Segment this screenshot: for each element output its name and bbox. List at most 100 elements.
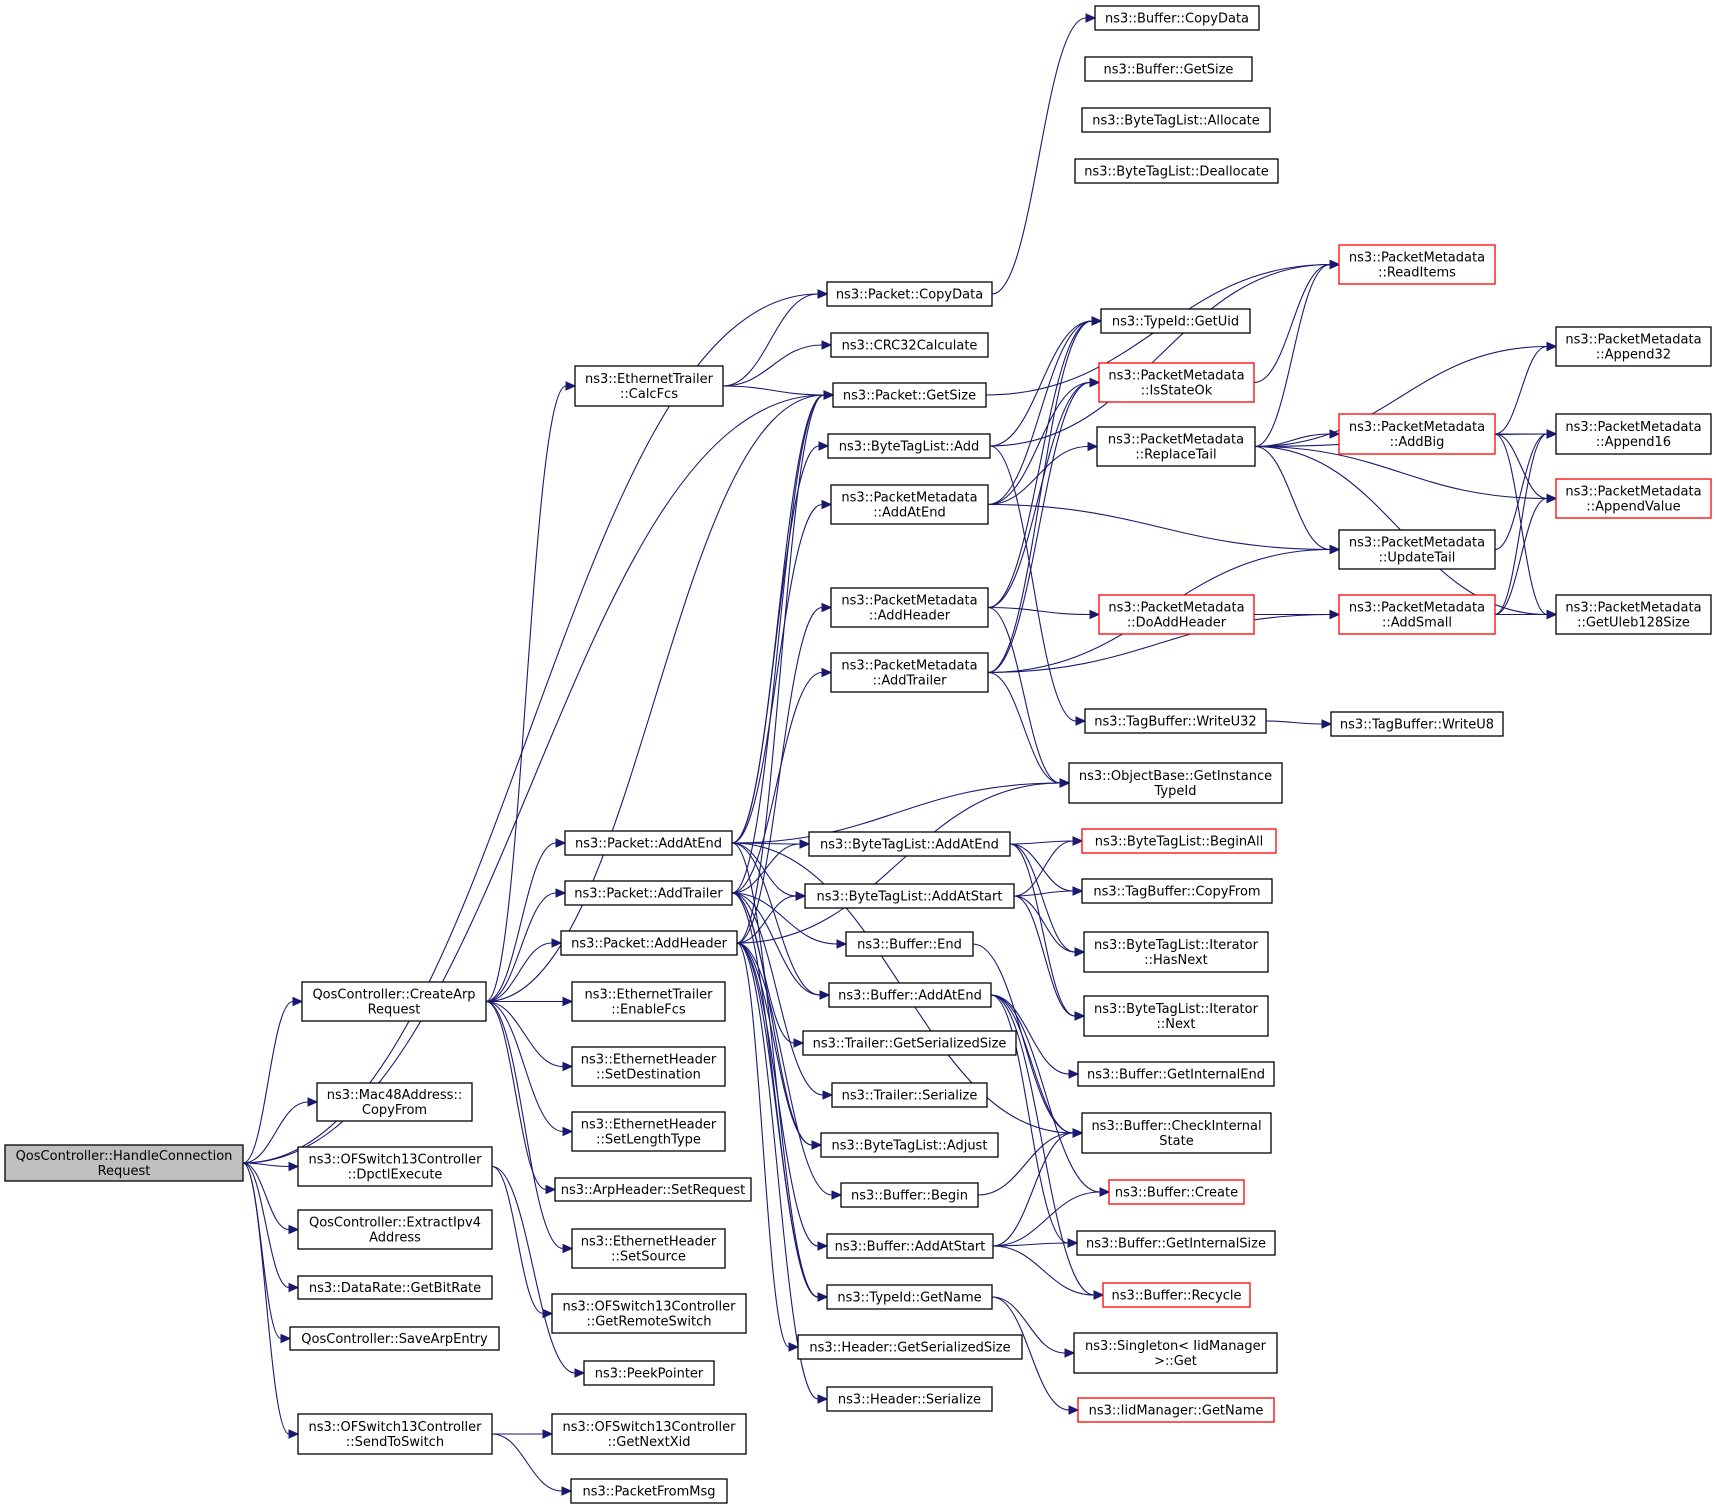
node-btlAdjust[interactable]: ns3::ByteTagList::Adjust (820, 1132, 999, 1158)
node-pmAddBig[interactable]: ns3::PacketMetadata::AddBig (1338, 413, 1496, 455)
node-headerGetSer[interactable]: ns3::Header::GetSerializedSize (797, 1334, 1023, 1360)
node-bufAddAtStart[interactable]: ns3::Buffer::AddAtStart (826, 1233, 994, 1259)
node-sendToSwitch[interactable]: ns3::OFSwitch13Controller::SendToSwitch (297, 1413, 493, 1455)
node-saveArp[interactable]: QosController::SaveArpEntry (289, 1326, 500, 1351)
node-pmDoAddHeader[interactable]: ns3::PacketMetadata::DoAddHeader (1098, 594, 1255, 635)
node-btlItNext[interactable]: ns3::ByteTagList::Iterator::Next (1083, 995, 1269, 1037)
edge-arrowhead (288, 1282, 300, 1293)
node-peekPointer[interactable]: ns3::PeekPointer (583, 1360, 715, 1386)
node-btlItHasNext[interactable]: ns3::ByteTagList::Iterator::HasNext (1083, 931, 1269, 973)
node-bufCreate[interactable]: ns3::Buffer::Create (1108, 1179, 1245, 1205)
node-typeGetName[interactable]: ns3::TypeId::GetName (826, 1284, 993, 1310)
node-bufAddAtEnd[interactable]: ns3::Buffer::AddAtEnd (828, 982, 992, 1008)
node-btlAdd[interactable]: ns3::ByteTagList::Add (827, 433, 991, 459)
node-bufGetIntSize[interactable]: ns3::Buffer::GetInternalSize (1076, 1230, 1276, 1256)
node-setSource[interactable]: ns3::EthernetHeader::SetSource (571, 1228, 726, 1269)
edge-btlAddAtStart-to-btlItHasNext (1013, 895, 1086, 957)
node-bufEnd[interactable]: ns3::Buffer::End (845, 931, 974, 957)
node-pktAddTrailer[interactable]: ns3::Packet::AddTrailer (564, 880, 733, 906)
node-bufGetIntEnd[interactable]: ns3::Buffer::GetInternalEnd (1077, 1061, 1275, 1087)
edge-arrowhead (307, 1097, 319, 1107)
node-singletonGet[interactable]: ns3::Singleton< IidManager>::Get (1073, 1332, 1278, 1374)
node-typeGetUid[interactable]: ns3::TypeId::GetUid (1100, 308, 1251, 334)
edge-line (731, 892, 821, 996)
node-btlBeginAll[interactable]: ns3::ByteTagList::BeginAll (1081, 828, 1277, 854)
edge-arrowhead (1329, 544, 1341, 555)
node-calcFcs[interactable]: ns3::EthernetTrailer::CalcFcs (574, 365, 724, 407)
node-pktAddHeader[interactable]: ns3::Packet::AddHeader (560, 930, 738, 956)
node-pmReadItems[interactable]: ns3::PacketMetadata::ReadItems (1338, 244, 1496, 285)
node-pmAppend32[interactable]: ns3::PacketMetadata::Append32 (1555, 326, 1712, 367)
node-btlDeallocate[interactable]: ns3::ByteTagList::Deallocate (1074, 158, 1279, 184)
node-pmReplaceTail[interactable]: ns3::PacketMetadata::ReplaceTail (1096, 426, 1256, 467)
node-label: ns3::PacketMetadata (1349, 420, 1485, 435)
node-crc32[interactable]: ns3::CRC32Calculate (830, 332, 989, 358)
node-box (1096, 426, 1256, 467)
node-btlAddAtStart[interactable]: ns3::ByteTagList::AddAtStart (804, 883, 1015, 909)
node-bufCopyData[interactable]: ns3::Buffer::CopyData (1094, 5, 1260, 31)
node-pmAddSmall[interactable]: ns3::PacketMetadata::AddSmall (1338, 594, 1496, 635)
node-box (1081, 107, 1271, 133)
node-label: ns3::TypeId::GetName (837, 1291, 981, 1306)
node-setLenType[interactable]: ns3::EthernetHeader::SetLengthType (571, 1111, 726, 1152)
node-pktAddAtEnd[interactable]: ns3::Packet::AddAtEnd (564, 830, 733, 856)
node-btlAllocate[interactable]: ns3::ByteTagList::Allocate (1081, 107, 1271, 133)
edge-arrowhead (1089, 609, 1101, 620)
edge-pmAddTrailer-to-typeGetUid (987, 316, 1103, 674)
node-bufRecycle[interactable]: ns3::Buffer::Recycle (1102, 1282, 1251, 1308)
edge-arrowhead (1064, 1348, 1076, 1358)
node-tbWriteU32[interactable]: ns3::TagBuffer::WriteU32 (1084, 708, 1267, 734)
node-trailerSer[interactable]: ns3::Trailer::Serialize (831, 1082, 988, 1108)
edge-line (989, 445, 1077, 722)
node-label: ns3::PacketMetadata (1349, 251, 1485, 266)
node-label: ns3::Buffer::GetSize (1104, 63, 1234, 78)
node-getRemoteSwitch[interactable]: ns3::OFSwitch13Controller::GetRemoteSwit… (551, 1293, 747, 1334)
node-tbCopyFrom[interactable]: ns3::TagBuffer::CopyFrom (1081, 878, 1273, 904)
node-pmUpdateTail[interactable]: ns3::PacketMetadata::UpdateTail (1338, 529, 1496, 570)
node-pktCopyData[interactable]: ns3::Packet::CopyData (826, 281, 993, 307)
node-mac48Copy[interactable]: ns3::Mac48Address::CopyFrom (316, 1082, 473, 1122)
node-headerSer[interactable]: ns3::Header::Serialize (826, 1386, 993, 1412)
node-box (1077, 1061, 1275, 1087)
node-btlAddAtEnd[interactable]: ns3::ByteTagList::AddAtEnd (808, 831, 1011, 857)
edge-line (989, 320, 1093, 447)
node-pmAddAtEnd[interactable]: ns3::PacketMetadata::AddAtEnd (830, 484, 989, 525)
node-pktGetSize[interactable]: ns3::Packet::GetSize (832, 382, 987, 408)
node-pmAddTrailer[interactable]: ns3::PacketMetadata::AddTrailer (830, 652, 989, 693)
node-iidGetName[interactable]: ns3::IidManager::GetName (1077, 1397, 1275, 1423)
node-box (830, 587, 989, 628)
node-getBitRate[interactable]: ns3::DataRate::GetBitRate (297, 1275, 493, 1300)
node-tbWriteU8[interactable]: ns3::TagBuffer::WriteU8 (1330, 711, 1504, 737)
node-packetFromMsg[interactable]: ns3::PacketFromMsg (570, 1478, 728, 1504)
edge-btlAddAtStart-to-tbCopyFrom (1013, 886, 1084, 897)
node-bufGetSize[interactable]: ns3::Buffer::GetSize (1084, 56, 1253, 82)
edge-arrowhead (542, 1308, 554, 1319)
node-pmAppendValue[interactable]: ns3::PacketMetadata::AppendValue (1555, 478, 1712, 519)
node-trailerGetSer[interactable]: ns3::Trailer::GetSerializedSize (802, 1030, 1017, 1056)
node-label: ns3::PacketFromMsg (582, 1485, 715, 1500)
node-label: ns3::ByteTagList::Adjust (832, 1139, 988, 1154)
node-arpSetReq[interactable]: ns3::ArpHeader::SetRequest (554, 1177, 752, 1202)
node-pmAppend16[interactable]: ns3::PacketMetadata::Append16 (1555, 413, 1712, 455)
node-box (564, 830, 733, 856)
edge-pktAddAtEnd-to-pktGetSize (731, 390, 835, 844)
node-label: QosController::HandleConnection (16, 1149, 233, 1164)
edge-line (485, 942, 553, 1003)
node-enableFcs[interactable]: ns3::EthernetTrailer::EnableFcs (571, 981, 726, 1022)
node-pmGetUleb[interactable]: ns3::PacketMetadata::GetUleb128Size (1555, 594, 1712, 635)
node-getNextXid[interactable]: ns3::OFSwitch13Controller::GetNextXid (551, 1413, 747, 1455)
edge-line (242, 1162, 290, 1435)
node-dpctl[interactable]: ns3::OFSwitch13Controller::DpctlExecute (297, 1146, 493, 1187)
node-pmAddHeader[interactable]: ns3::PacketMetadata::AddHeader (830, 587, 989, 628)
edge-line (242, 1162, 290, 1231)
node-label: ns3::PacketMetadata (1565, 420, 1701, 435)
node-setDest[interactable]: ns3::EthernetHeader::SetDestination (571, 1046, 726, 1087)
node-pmIsStateOk[interactable]: ns3::PacketMetadata::IsStateOk (1098, 362, 1255, 403)
edge-line (992, 1242, 1069, 1247)
node-bufBegin[interactable]: ns3::Buffer::Begin (840, 1182, 979, 1208)
